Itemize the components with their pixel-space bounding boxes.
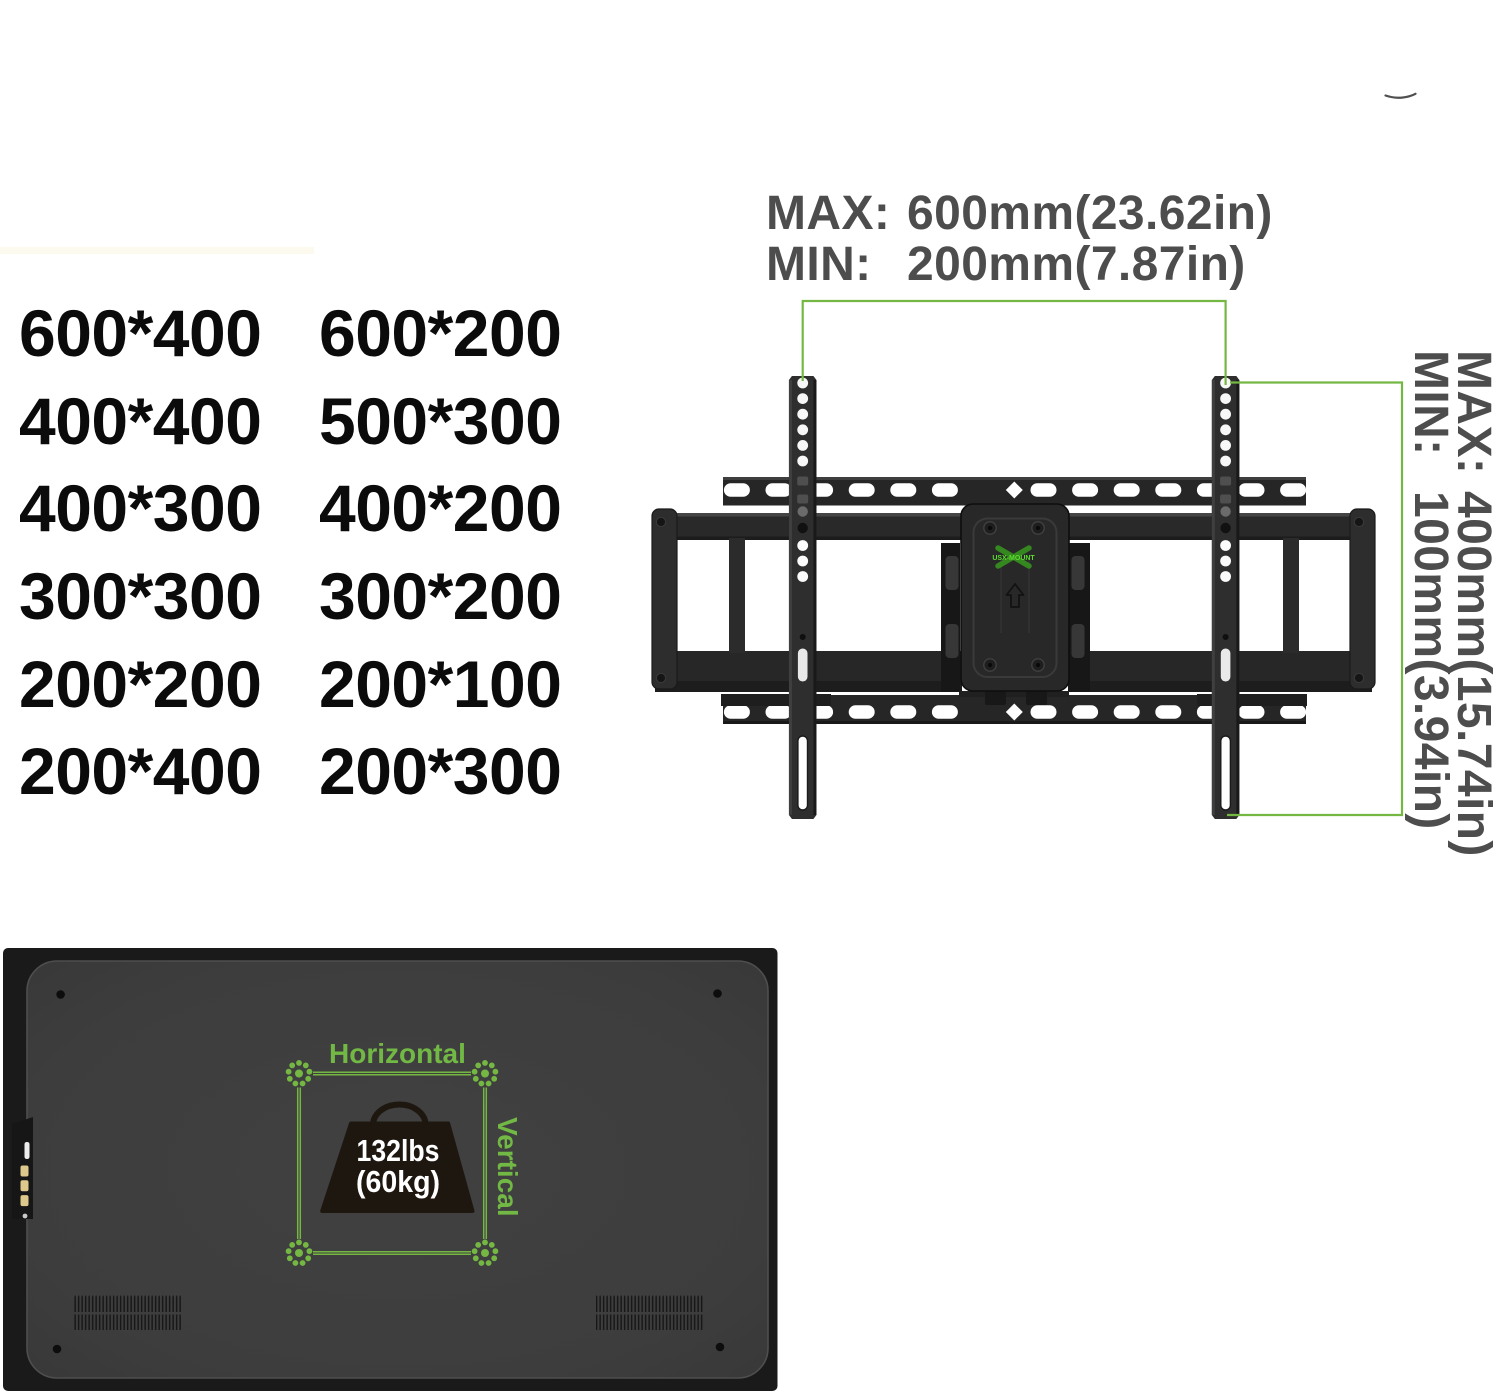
svg-text:USX-MOUNT: USX-MOUNT bbox=[992, 555, 1035, 562]
